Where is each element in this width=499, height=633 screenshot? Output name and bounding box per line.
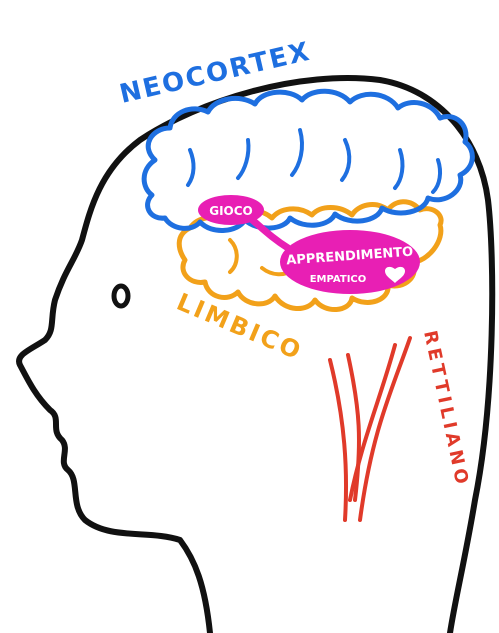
eye (114, 286, 128, 306)
neocortex-folds (188, 130, 440, 192)
limbico-label: LIMBICO (173, 288, 308, 366)
gioco-label: GIOCO (209, 204, 253, 218)
empatico-label: EMPATICO (310, 274, 367, 285)
rettiliano-label: RETTILIANO (419, 329, 473, 490)
neocortex-label: NEOCORTEX (117, 37, 314, 110)
rettiliano-brain (330, 338, 410, 520)
head-outline (19, 78, 492, 633)
bubble-connector (250, 218, 288, 248)
